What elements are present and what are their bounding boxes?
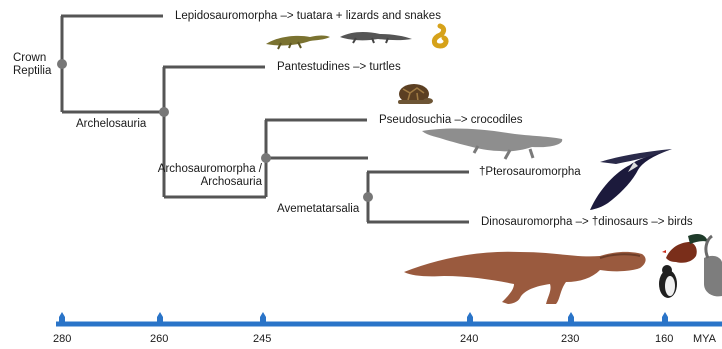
label-pantestudines: Pantestudines –> turtles [277,61,401,74]
label-pseudosuchia: Pseudosuchia –> crocodiles [379,114,523,127]
timeline-tick-280 [59,312,65,324]
crocodile-icon [422,129,562,159]
snake-icon [434,26,446,46]
label-lepidosauromorpha: Lepidosauromorpha –> tuatara + lizards a… [175,10,441,23]
tick-label-280: 280 [53,333,71,345]
label-crown-reptilia: Crown Reptilia [13,52,51,78]
label-archelosauria: Archelosauria [76,118,146,131]
lizard-icon [340,32,412,43]
label-dinosauromorpha: Dinosauromorpha –> †dinosaurs –> birds [481,216,693,229]
tyrannosaurus-icon [404,252,646,304]
tick-label-240: 240 [460,333,478,345]
penguin-icon [659,265,677,298]
node-archosauromorpha [261,153,271,163]
emu-icon [704,236,722,296]
node-crown-reptilia [57,59,67,69]
timeline-tick-245 [260,312,266,324]
label-archosauromorpha: Archosauromorpha / Archosauria [151,163,262,189]
node-archelosauria [159,107,169,117]
label-archosauromorpha-line2: Archosauria [151,176,262,189]
timeline-tick-230 [568,312,574,324]
node-avemetatarsalia [363,192,373,202]
tick-label-230: 230 [561,333,579,345]
turtle-icon [398,84,433,104]
rooster-icon [662,234,708,263]
timeline-axis [56,312,722,324]
label-crown-reptilia-line2: Reptilia [13,65,51,78]
tick-label-245: 245 [253,333,271,345]
timeline-tick-260 [157,312,163,324]
tick-label-160: 160 [655,333,673,345]
timeline-unit: MYA [693,333,716,345]
label-pterosauromorpha: †Pterosauromorpha [479,166,581,179]
timeline-tick-160 [662,312,668,324]
timeline-tick-240 [467,312,473,324]
label-archosauromorpha-line1: Archosauromorpha / [151,163,262,176]
pterosaur-icon [590,149,672,210]
label-crown-reptilia-line1: Crown [13,52,51,65]
label-avemetatarsalia: Avemetatarsalia [277,203,359,216]
tuatara-icon [266,36,330,50]
tick-label-260: 260 [150,333,168,345]
